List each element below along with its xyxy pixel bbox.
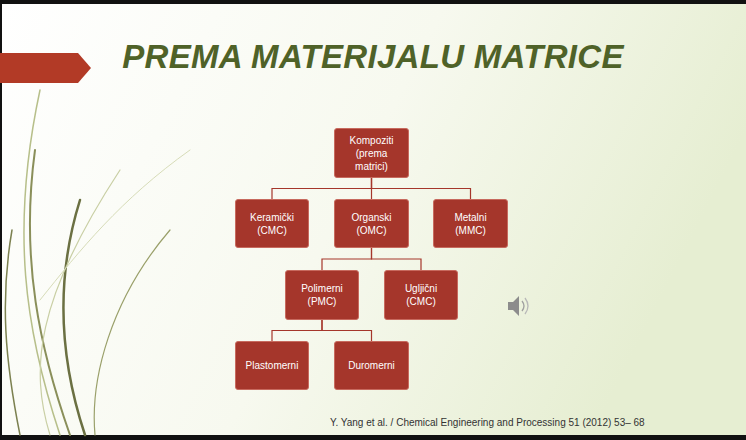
title-arrow — [0, 53, 91, 83]
source-caption: Y. Yang et al. / Chemical Engineering an… — [330, 417, 645, 428]
category-box: Duromerni — [334, 341, 409, 390]
bottom-frame — [0, 435, 746, 440]
tree-connector — [372, 248, 422, 270]
tree-connector — [272, 320, 322, 341]
box-label: Ugljični (CMC) — [393, 282, 449, 308]
box-label: Polimerni (PMC) — [294, 282, 350, 308]
top-frame — [0, 0, 746, 4]
category-box: Kompoziti (prema matrici) — [334, 128, 409, 178]
tree-connector — [322, 320, 372, 341]
box-label: Plastomerni — [246, 359, 299, 372]
tree-connector — [372, 178, 471, 199]
category-box: Ugljični (CMC) — [384, 270, 458, 320]
box-label: Duromerni — [348, 359, 395, 372]
category-box: Plastomerni — [235, 341, 309, 390]
speaker-icon — [508, 296, 528, 316]
box-label: Keramički (CMC) — [244, 211, 300, 237]
category-box: Polimerni (PMC) — [285, 270, 359, 320]
box-label: Organski (OMC) — [344, 211, 400, 237]
tree-connector — [322, 248, 372, 270]
slide-title: PREMA MATERIJALU MATRICE — [0, 38, 746, 76]
category-box: Organski (OMC) — [334, 199, 409, 248]
tree-connector — [272, 178, 372, 199]
category-box: Keramički (CMC) — [235, 199, 309, 248]
box-label: Kompoziti (prema matrici) — [344, 134, 400, 173]
box-label: Metalni (MMC) — [443, 211, 499, 237]
decorative-curves — [5, 90, 190, 435]
category-box: Metalni (MMC) — [433, 199, 508, 248]
